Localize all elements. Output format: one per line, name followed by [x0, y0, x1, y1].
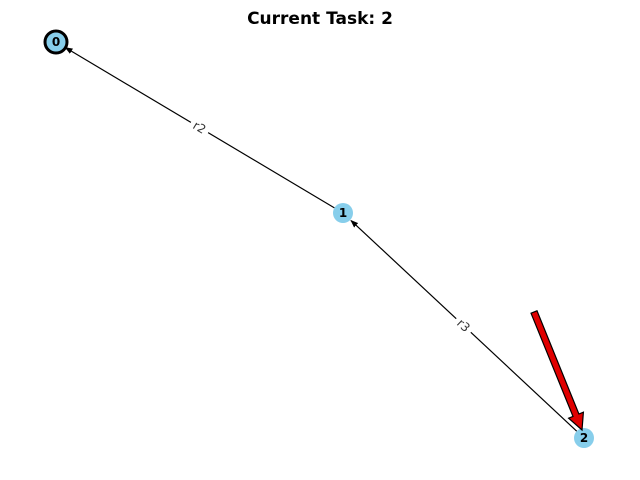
edge-label-group: r3 — [450, 312, 477, 339]
node-2 — [574, 428, 594, 448]
edges-layer: r2 r3 — [64, 47, 578, 432]
nodes-layer: 0 1 2 — [43, 29, 594, 448]
diagram-title: Current Task: 2 — [247, 9, 393, 29]
edge-label-group: r2 — [186, 115, 213, 140]
current-task-arrow-icon — [530, 310, 585, 432]
node-label-2: 2 — [580, 431, 588, 445]
current-task-pointer-layer — [530, 310, 585, 432]
node-1 — [333, 203, 353, 223]
edge-label-background — [186, 115, 213, 140]
edge-label: r2 — [191, 118, 209, 136]
node-label-0: 0 — [52, 35, 60, 49]
node-0 — [43, 29, 69, 55]
edge-label-background — [450, 312, 477, 339]
node-label-1: 1 — [339, 206, 347, 220]
